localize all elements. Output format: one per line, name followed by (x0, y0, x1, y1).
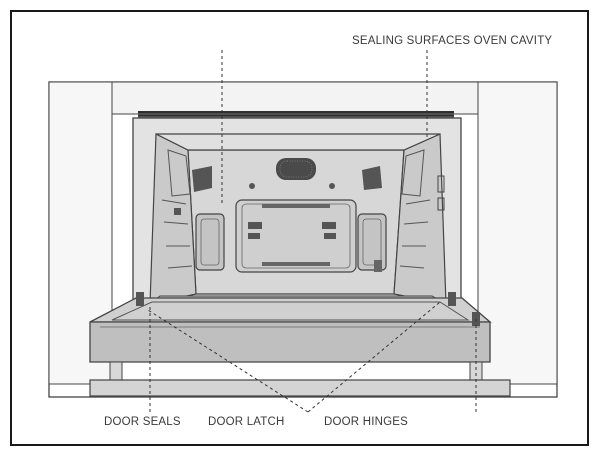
oven-door (89, 297, 492, 363)
door-seal-outline (111, 301, 470, 321)
back-wall-vents (192, 166, 382, 192)
housing-right-panel (477, 81, 558, 385)
back-panel (235, 199, 357, 273)
oven-base (89, 361, 511, 397)
label-door-seals: DOOR SEALS (104, 415, 181, 429)
ceiling-grille (276, 158, 316, 180)
leader-door-latch-right (307, 301, 441, 413)
label-door-latch: DOOR LATCH (208, 415, 285, 429)
label-sealing-surfaces: SEALING SURFACES OVEN CAVITY (352, 34, 555, 48)
latch-receiver (437, 175, 445, 211)
right-wall-details (357, 149, 431, 272)
cavity-ceiling (155, 133, 441, 151)
leader-door-latch-left (147, 309, 309, 413)
diagram-border (10, 10, 589, 446)
cavity-left-wall (149, 133, 197, 305)
ceiling-lamp-right (329, 183, 335, 189)
door-front-face (89, 321, 491, 363)
ceiling-lamp-left (249, 183, 255, 189)
housing-top-panel (111, 81, 479, 115)
label-door-hinges: DOOR HINGES (324, 415, 408, 429)
top-rail (138, 111, 454, 120)
left-wall-details (161, 149, 225, 271)
leader-lines (147, 50, 477, 413)
